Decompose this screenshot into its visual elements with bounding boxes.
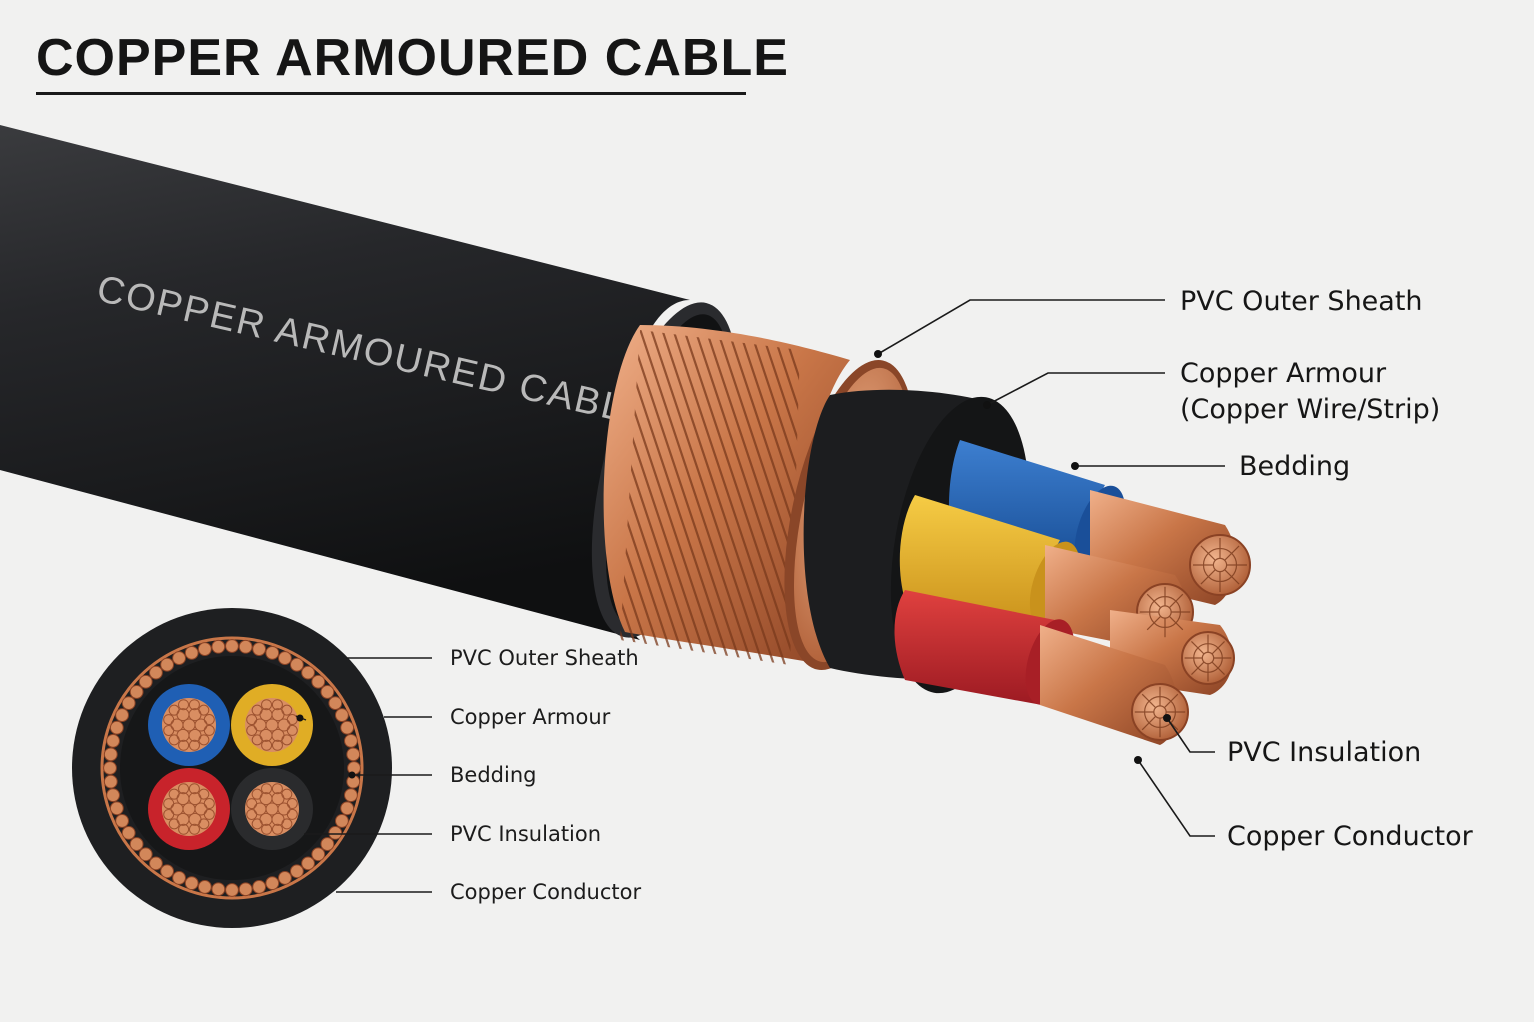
leader-dots: [874, 350, 1171, 764]
label-bedding: Bedding: [1239, 451, 1351, 482]
cross-leader-dots: [296, 714, 356, 779]
label-copper-armour: Copper Armour: [1180, 358, 1387, 389]
label-pvc-outer-sheath: PVC Outer Sheath: [1180, 286, 1423, 317]
label-copper-armour-detail: (Copper Wire/Strip): [1180, 394, 1441, 425]
cross-label-bedding: Bedding: [450, 763, 537, 787]
cross-core-yellow: [231, 684, 313, 766]
cross-leader-lines: [295, 657, 432, 893]
cross-label-copper-armour: Copper Armour: [450, 705, 611, 729]
cross-core-red: [148, 768, 230, 850]
cross-core-black: [231, 768, 313, 850]
title-underline: [36, 92, 746, 95]
cross-label-pvc-insulation: PVC Insulation: [450, 822, 602, 846]
main-leader-lines: [877, 299, 1225, 837]
cross-label-pvc-outer-sheath: PVC Outer Sheath: [450, 646, 639, 670]
cross-core-blue: [148, 684, 230, 766]
cross-section: [72, 608, 392, 928]
label-copper-conductor: Copper Conductor: [1227, 821, 1473, 852]
conductor-strands: [1134, 538, 1247, 738]
page-title: COPPER ARMOURED CABLE: [36, 29, 789, 87]
label-pvc-insulation: PVC Insulation: [1227, 737, 1422, 768]
cross-label-copper-conductor: Copper Conductor: [450, 880, 642, 904]
